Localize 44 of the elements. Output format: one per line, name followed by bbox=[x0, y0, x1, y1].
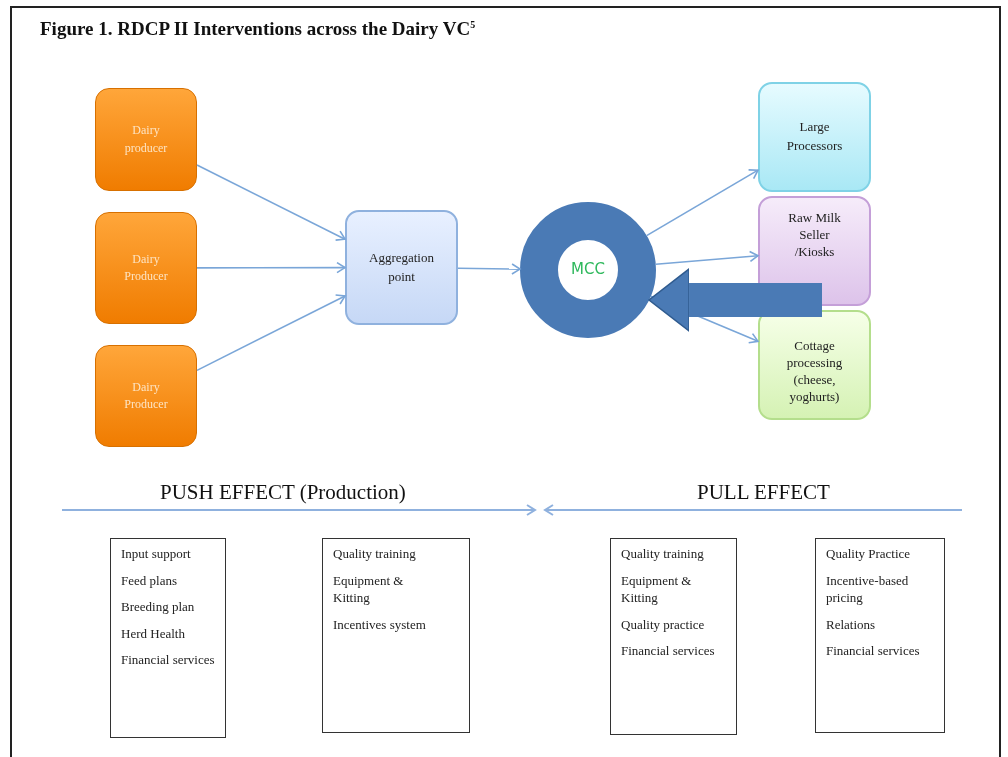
arrow bbox=[654, 250, 759, 266]
process-box bbox=[758, 310, 871, 420]
section-heading: PUSH EFFECT (Production) bbox=[160, 480, 406, 505]
process-box bbox=[95, 88, 197, 191]
node-label: Raw Milk Seller /Kiosks bbox=[787, 210, 842, 261]
list-item: Feed plans bbox=[121, 571, 177, 590]
node-label: Aggregation point bbox=[368, 248, 435, 286]
list-item: Input support bbox=[121, 545, 191, 563]
list-item: Financial services bbox=[621, 642, 715, 660]
list-item: Quality training bbox=[333, 545, 416, 563]
arrow bbox=[645, 169, 759, 237]
list-box bbox=[110, 538, 226, 738]
list-item: Quality training bbox=[621, 545, 704, 563]
arrow bbox=[196, 164, 346, 241]
block-arrow bbox=[648, 268, 822, 332]
list-item: Quality Practice bbox=[826, 545, 911, 563]
list-item: Financial services bbox=[121, 651, 215, 669]
process-box bbox=[345, 210, 458, 325]
node-label: Cottage processing (cheese, yoghurts) bbox=[785, 338, 844, 406]
list-item: Equipment & Kitting bbox=[621, 571, 693, 607]
list-item: Equipment & Kitting bbox=[333, 571, 405, 607]
list-box bbox=[815, 538, 945, 733]
arrow bbox=[457, 263, 521, 275]
list-item: Relations bbox=[826, 615, 876, 634]
process-box bbox=[95, 212, 197, 324]
node-label: Dairy Producer bbox=[123, 378, 169, 413]
process-box bbox=[95, 345, 197, 447]
process-box bbox=[758, 82, 871, 192]
list-item: Herd Health bbox=[121, 624, 185, 643]
figure-title: Figure 1. RDCP II Interventions across the Dairy VC$^{5}$ bbox=[40, 18, 476, 40]
list-item: Quality practice bbox=[621, 615, 705, 634]
list-box bbox=[610, 538, 737, 735]
node-label: Dairy producer bbox=[123, 122, 169, 157]
arrow bbox=[196, 261, 346, 274]
list-item: Incentive-based pricing bbox=[826, 571, 910, 607]
list-item: Incentives system bbox=[333, 615, 426, 634]
arrow bbox=[196, 294, 346, 372]
list-item: Financial services bbox=[826, 642, 920, 660]
list-item: Breeding plan bbox=[121, 598, 195, 616]
section-heading: PULL EFFECT bbox=[697, 480, 830, 505]
node-label: MCC bbox=[571, 259, 605, 281]
list-box bbox=[322, 538, 470, 733]
node-label: Large Processors bbox=[785, 118, 844, 155]
node-label: Dairy Producer bbox=[123, 250, 169, 285]
